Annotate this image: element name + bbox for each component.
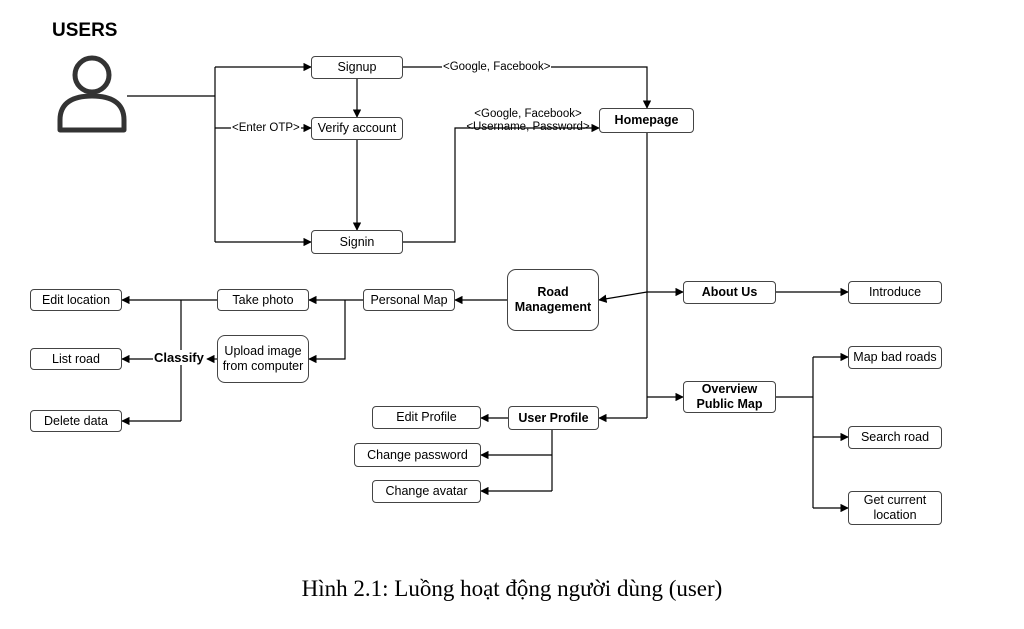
node-signin[interactable]: Signin <box>311 230 403 254</box>
node-map-bad-roads[interactable]: Map bad roads <box>848 346 942 369</box>
edge-label-signin-home-line1: <Google, Facebook> <box>474 108 582 120</box>
node-verify-account[interactable]: Verify account <box>311 117 403 140</box>
edge-home-road <box>598 291 648 303</box>
node-edit-location[interactable]: Edit location <box>30 289 122 311</box>
edge-label-signin-home-line2: <Username, Password> <box>466 121 590 133</box>
node-personal-map[interactable]: Personal Map <box>363 289 455 311</box>
edge-signin-homepage <box>403 123 600 243</box>
node-about-us[interactable]: About Us <box>683 281 776 304</box>
node-overview-public-map[interactable]: Overview Public Map <box>683 381 776 413</box>
edge-personal-upload <box>308 300 346 364</box>
figure-caption: Hình 2.1: Luồng hoạt động người dùng (us… <box>301 576 723 601</box>
edge-label-signup-home: <Google, Facebook> <box>442 61 552 74</box>
node-take-photo[interactable]: Take photo <box>217 289 309 311</box>
node-list-road[interactable]: List road <box>30 348 122 370</box>
actor-title: USERS <box>52 20 118 41</box>
edge-label-enter-otp: <Enter OTP> <box>231 122 301 135</box>
node-change-avatar[interactable]: Change avatar <box>372 480 481 503</box>
node-edit-profile[interactable]: Edit Profile <box>372 406 481 429</box>
node-user-profile[interactable]: User Profile <box>508 406 599 430</box>
node-search-road[interactable]: Search road <box>848 426 942 449</box>
node-upload-image[interactable]: Upload image from computer <box>217 335 309 383</box>
node-change-password[interactable]: Change password <box>354 443 481 467</box>
edge-label-signin-home: <Google, Facebook> <Username, Password> <box>462 108 594 134</box>
node-homepage[interactable]: Homepage <box>599 108 694 133</box>
node-delete-data[interactable]: Delete data <box>30 410 122 432</box>
node-classify: Classify <box>153 350 205 365</box>
node-introduce[interactable]: Introduce <box>848 281 942 304</box>
node-road-management[interactable]: Road Management <box>507 269 599 331</box>
node-signup[interactable]: Signup <box>311 56 403 79</box>
node-get-current-location[interactable]: Get current location <box>848 491 942 525</box>
user-icon <box>57 55 127 133</box>
